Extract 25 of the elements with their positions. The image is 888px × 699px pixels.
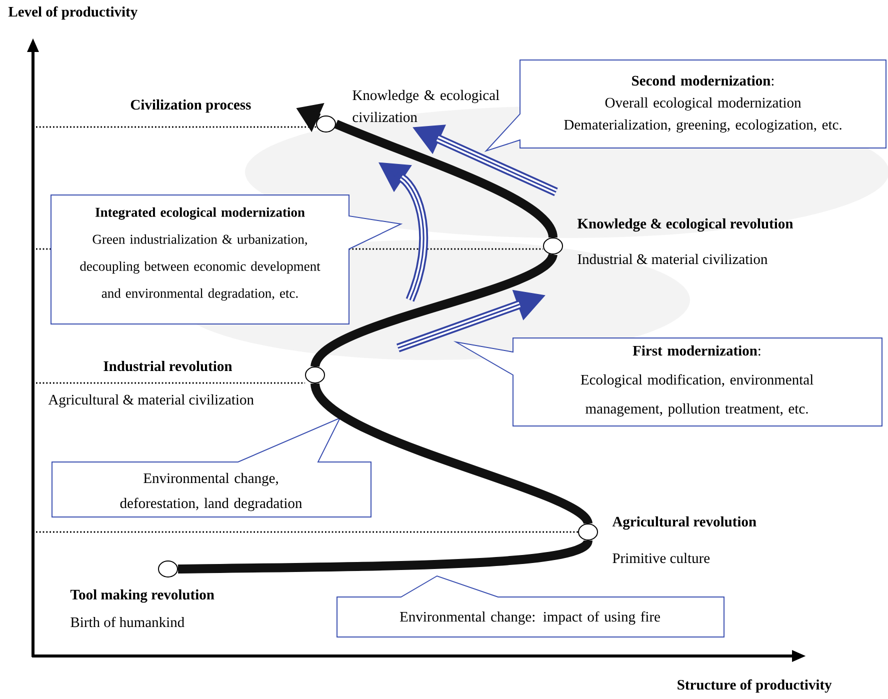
axis-title: Level of productivity xyxy=(8,6,138,20)
callout-box: Environmental change: impact of using fire xyxy=(336,575,724,638)
node-label: Second modernization: xyxy=(632,75,774,86)
stage-title: Industrial revolution xyxy=(104,360,232,372)
node-label: First modernization: xyxy=(632,345,760,356)
callout-box: First modernization: Ecological modification, environmental management, pollution treatment, etc. xyxy=(453,338,882,426)
stage-description: Primitive culture xyxy=(612,552,710,564)
stage-title: Knowledge & ecological revolution xyxy=(577,218,793,232)
stage-title: Agricultural revolution xyxy=(612,516,756,530)
axis-title: Structure of productivity xyxy=(678,679,832,693)
stage-circle xyxy=(316,116,336,132)
curve-segment xyxy=(334,120,558,239)
curve-segment xyxy=(310,382,592,526)
stage-circle xyxy=(305,366,325,384)
curve-segment xyxy=(178,538,592,574)
callout-box: Integrated ecological modernization Green industrialization & urbanization, decoupling between economic development and environmental degradation, etc. xyxy=(50,194,403,324)
node-label: Ecological modification, environmental management, pollution treatment, etc. xyxy=(580,374,814,417)
node-label: Overall ecological modernization xyxy=(605,97,802,111)
node-label: Dematerialization, greening, ecologization, etc. xyxy=(564,119,842,133)
stage-description: Industrial & material civilization xyxy=(578,254,768,264)
callout-box: Environmental change, deforestation, land degradation xyxy=(52,417,372,518)
curve-segment xyxy=(310,252,557,368)
stage-description: Birth of humankind xyxy=(70,616,184,628)
stage-title: Civilization process xyxy=(130,99,251,113)
stage-title: Tool making revolution xyxy=(70,589,214,603)
